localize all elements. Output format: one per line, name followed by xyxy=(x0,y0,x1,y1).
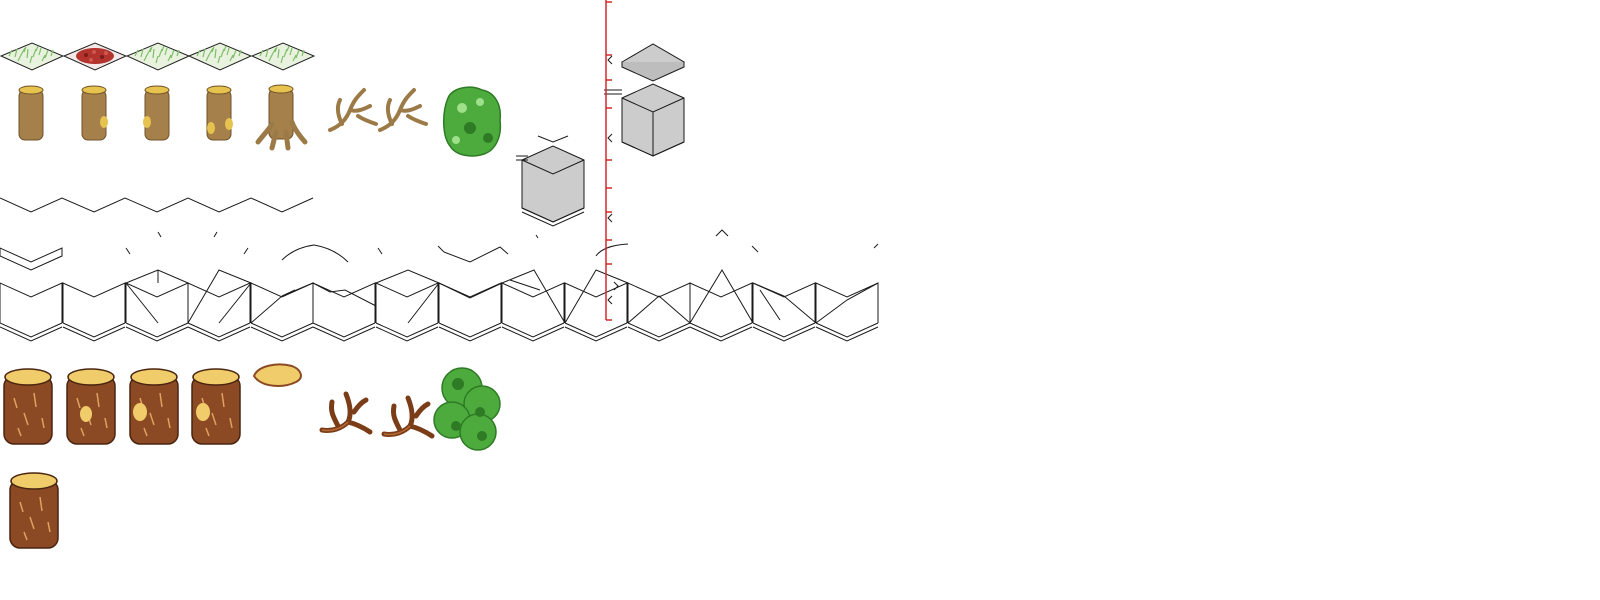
wall-braces xyxy=(125,269,879,324)
wall-segment xyxy=(312,282,376,342)
wall-segment xyxy=(187,282,251,342)
wall-segment xyxy=(627,282,691,342)
wall-segment xyxy=(375,282,439,342)
wall-segment xyxy=(501,282,565,342)
wall-segment xyxy=(689,282,753,342)
flower-tile xyxy=(63,42,127,71)
dark-log-row xyxy=(3,363,501,451)
wall-segment xyxy=(62,282,126,342)
small-block xyxy=(516,135,585,227)
stump-with-roots xyxy=(255,84,308,151)
wall-segment xyxy=(250,282,314,342)
guide-ruler xyxy=(605,0,619,321)
slab-block xyxy=(620,43,686,82)
log-knot xyxy=(207,122,215,134)
grass-tile xyxy=(188,42,252,71)
edge-fragments-row xyxy=(0,229,879,271)
log-sprite xyxy=(81,85,107,141)
wall-segment xyxy=(0,282,63,342)
light-log-row xyxy=(18,84,502,157)
grass-tile xyxy=(126,42,190,71)
bush-sprite xyxy=(433,367,501,451)
log-sprite xyxy=(144,85,170,141)
log-sprite xyxy=(18,85,44,141)
wall-segment-row xyxy=(0,269,879,342)
root-sprite xyxy=(328,88,378,132)
wall-segment xyxy=(438,282,502,342)
log-sprite xyxy=(66,368,116,445)
log-knot xyxy=(143,116,151,128)
wall-segment xyxy=(564,282,628,342)
grass-tile xyxy=(251,42,315,71)
log-sprite xyxy=(3,368,53,445)
stone-block-group xyxy=(516,43,686,227)
log-knot xyxy=(225,118,233,130)
tall-block xyxy=(604,83,685,157)
ridge-outline xyxy=(0,197,314,213)
root-sprite xyxy=(322,394,370,432)
log-sprite xyxy=(9,472,59,549)
ground-tile-row xyxy=(0,42,315,71)
wall-segment xyxy=(125,282,189,342)
log-knot xyxy=(133,403,147,421)
wall-segment xyxy=(815,282,879,342)
root-sprite xyxy=(384,398,432,436)
log-knot xyxy=(196,403,210,421)
bush-sprite xyxy=(443,86,502,157)
log-knot xyxy=(100,116,108,128)
wall-segment xyxy=(752,282,816,342)
stump-slice xyxy=(252,363,302,387)
log-knot xyxy=(80,406,92,422)
grass-tile xyxy=(0,42,64,71)
root-sprite xyxy=(378,88,428,132)
